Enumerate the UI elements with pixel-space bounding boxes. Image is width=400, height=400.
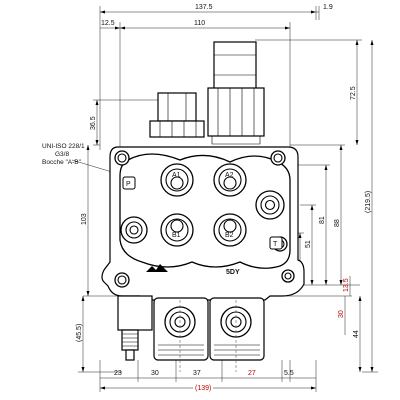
dim-red-13-5: 13.5: [343, 278, 350, 292]
port-b2: B2: [213, 213, 247, 247]
left-lever: [149, 92, 205, 138]
port-a1: A1: [160, 163, 194, 197]
right-dimensions: 72.5 (219.5) 88 81 51 34: [255, 39, 378, 373]
port-a1-label: A1: [172, 172, 181, 179]
brand-logo: [146, 264, 168, 272]
dim-height-51: 51: [305, 240, 312, 248]
dim-left-offset: 12.5: [101, 20, 115, 27]
bottom-fitting-left: [117, 295, 153, 361]
bottom-spool-2: [209, 297, 265, 361]
dim-total-width: 137.5: [195, 4, 213, 11]
dim-height-103: 103: [81, 213, 88, 225]
port-b1-label: B1: [172, 232, 181, 239]
dim-height-45-5: (45.5): [76, 324, 83, 342]
dim-height-88: 88: [334, 219, 341, 227]
dim-top-height: 72.5: [350, 86, 357, 100]
note-line-2: G3/8: [55, 151, 69, 158]
dim-offset-right: 1.9: [323, 4, 333, 11]
bottom-spool-1: [153, 297, 209, 361]
port-b1: B1: [160, 213, 194, 247]
port-a2: A2: [213, 163, 247, 197]
dim-bottom-total: (139): [195, 385, 211, 392]
port-p-badge: P: [122, 176, 136, 190]
dim-height-44: 44: [353, 330, 360, 338]
dim-bottom-23: 23: [114, 370, 122, 377]
dim-height-81: 81: [319, 216, 326, 224]
dim-lever-offset: 36.5: [90, 116, 97, 130]
bottom-dimensions: 23 30 37 27 5.5 (139): [99, 360, 317, 392]
dim-bottom-5-5: 5.5: [284, 370, 294, 377]
port-t-badge: T: [269, 236, 283, 250]
port-a2-label: A2: [225, 172, 234, 179]
port-right: [255, 190, 285, 220]
dim-bottom-30: 30: [151, 370, 159, 377]
note-line-3: Bocche "A-B": [42, 159, 82, 166]
note-line-1: UNI-ISO 228/1: [42, 143, 85, 150]
dim-bottom-37: 37: [193, 370, 201, 377]
port-p-label: P: [126, 181, 131, 188]
port-inlet: [120, 216, 148, 244]
left-dimensions: 36.5 103 (45.5): [76, 99, 160, 373]
model-label: 5DY: [226, 269, 240, 276]
dim-body-width: 110: [194, 20, 205, 27]
dim-red-30: 30: [338, 310, 345, 318]
right-lever: [207, 41, 265, 145]
top-dimensions: 137.5 1.9 12.5 110: [99, 4, 333, 150]
dim-total-height: (219.5): [365, 191, 372, 213]
dim-bottom-27: 27: [248, 370, 256, 377]
port-t-label: T: [273, 241, 278, 248]
port-b2-label: B2: [225, 232, 234, 239]
